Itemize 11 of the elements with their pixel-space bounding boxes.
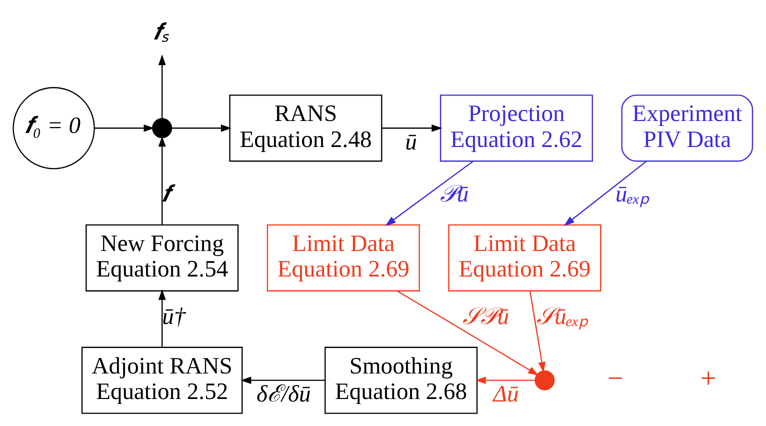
edge-label: Δū — [493, 381, 519, 408]
label: + — [700, 363, 716, 394]
label: − — [607, 363, 624, 394]
edge-label: ū — [405, 128, 417, 155]
edge-label: 𝒮𝒫ū — [462, 303, 510, 330]
edge-label: δℰ/δū — [256, 381, 311, 408]
edge-label: 𝒫ū — [440, 180, 469, 207]
node-text: 𝒇ₛ — [153, 19, 168, 46]
edge-label: 𝒮ūₑₓₚ — [536, 303, 588, 330]
edge-label: ū† — [162, 303, 186, 330]
edge-label: ūₑₓₚ — [615, 180, 649, 207]
